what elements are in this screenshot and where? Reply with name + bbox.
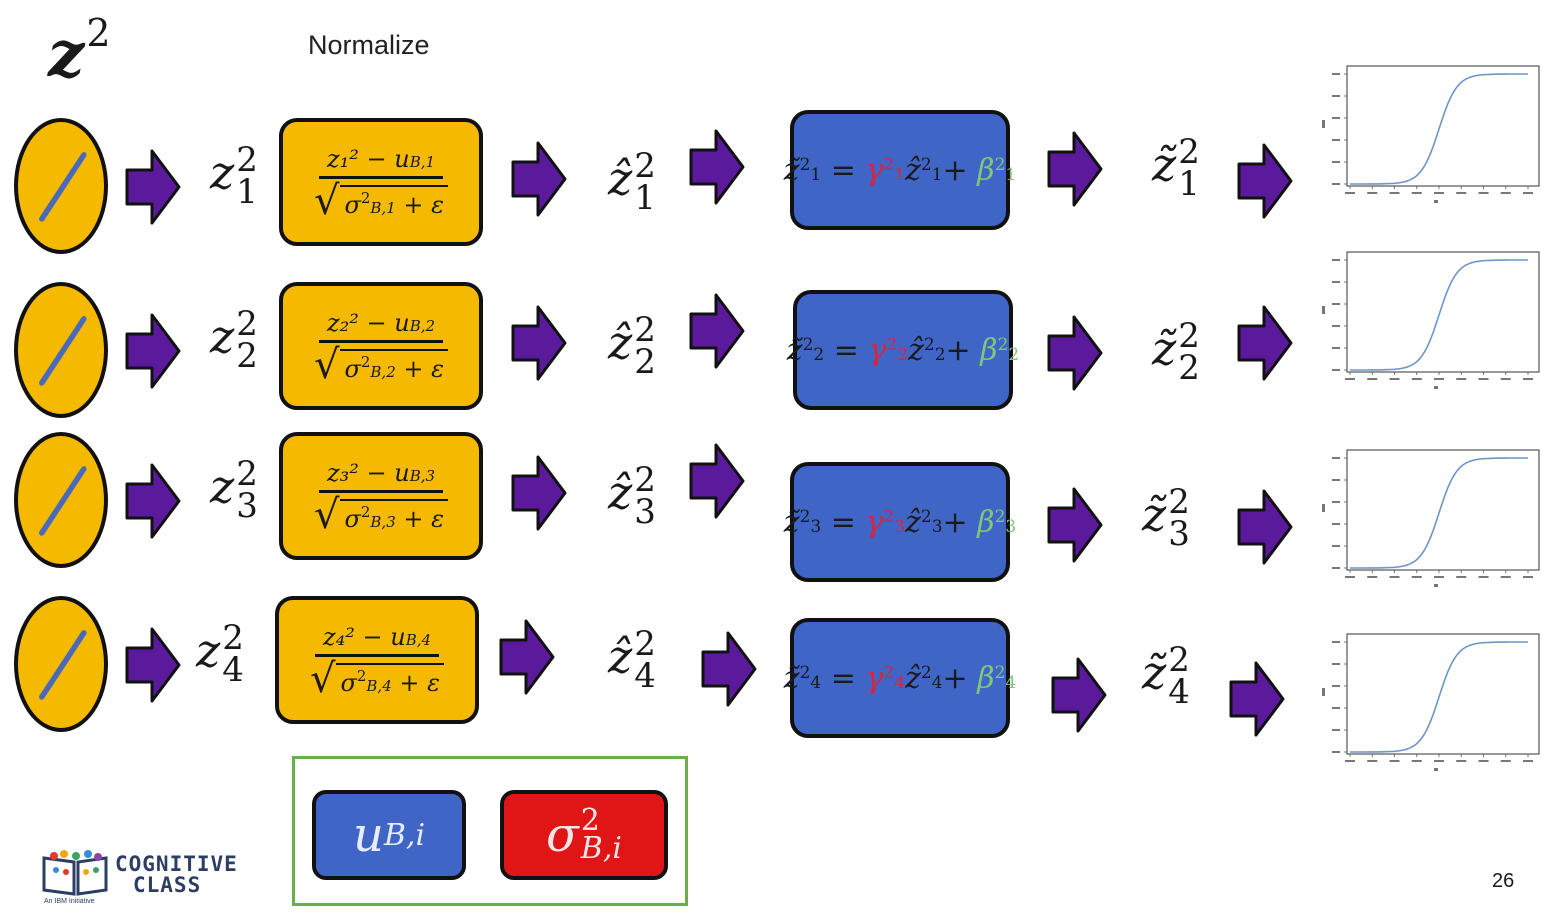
logo-tagline: An IBM Initiative: [44, 898, 95, 905]
sigmoid-plot-icon: [1318, 60, 1548, 208]
normalize-denominator: √σ2B,1 + ε: [314, 181, 449, 221]
batch-mean-symbol: u: [352, 807, 384, 863]
row-sub: 4: [222, 650, 244, 691]
normalize-box-3: z₃² − uB,3 √σ2B,3 + ε: [279, 432, 483, 560]
row-sub: 3: [236, 486, 258, 527]
right-arrow-icon: [688, 442, 746, 520]
scale-shift-box-4: z̃24 = γ24ẑ24+ β24: [784, 618, 1016, 738]
right-arrow-icon: [1050, 656, 1108, 734]
row-sub: 2: [236, 336, 258, 377]
batch-variance-box: σ 2 B,i: [500, 790, 668, 880]
scale-shift-box-2: z̃22 = γ22ẑ22+ β22: [787, 290, 1019, 410]
scale-shift-equation: z̃22 = γ22ẑ22+ β22: [786, 332, 1020, 368]
layer-sup: 2: [236, 304, 258, 344]
right-arrow-icon: [1046, 486, 1104, 564]
sigmoid-plot-icon: [1318, 246, 1548, 394]
normalize-box-4: z₄² − uB,4 √σ2B,4 + ε: [275, 596, 479, 724]
scale-shift-equation: z̃21 = γ21ẑ21+ β21: [783, 152, 1017, 188]
cognitive-class-logo: [40, 850, 240, 910]
batch-mean-subscript: B,i: [383, 817, 426, 853]
right-arrow-icon: [510, 304, 568, 382]
normalize-box-2: z₂² − uB,2 √σ2B,2 + ε: [279, 282, 483, 410]
right-arrow-icon: [688, 128, 746, 206]
linear-activation-icon: [18, 600, 104, 728]
logo-line1: COGNITIVE: [115, 852, 238, 876]
right-arrow-icon: [1236, 142, 1294, 220]
layer-title: z2: [48, 14, 111, 87]
normalize-numerator: z₄² − uB,4: [314, 623, 440, 657]
logo-line2: CLASS: [133, 873, 202, 897]
right-arrow-icon: [700, 630, 758, 708]
right-arrow-icon: [1046, 314, 1104, 392]
batch-variance-superscript: 2: [580, 802, 600, 838]
neuron-3: [14, 432, 108, 568]
legend-frame: [292, 756, 688, 906]
linear-activation-icon: [18, 436, 104, 564]
normalize-denominator: √σ2B,3 + ε: [314, 495, 449, 535]
row-sub: 1: [236, 172, 258, 213]
batch-variance-subscript: B,i: [580, 831, 622, 866]
normalize-box-1: z₁² − uB,1 √σ2B,1 + ε: [279, 118, 483, 246]
right-arrow-icon: [1236, 304, 1294, 382]
right-arrow-icon: [124, 148, 182, 226]
scale-shift-box-1: z̃21 = γ21ẑ21+ β21: [784, 110, 1016, 230]
scale-shift-equation: z̃24 = γ24ẑ24+ β24: [783, 660, 1017, 696]
right-arrow-icon: [1046, 130, 1104, 208]
right-arrow-icon: [1236, 488, 1294, 566]
normalize-denominator: √σ2B,4 + ε: [310, 659, 445, 699]
right-arrow-icon: [1228, 660, 1286, 738]
neuron-2: [14, 282, 108, 418]
batch-variance-symbol: σ: [546, 807, 579, 863]
scale-shift-box-3: z̃23 = γ23ẑ23+ β23: [784, 462, 1016, 582]
neuron-1: [14, 118, 108, 254]
sigmoid-plot-icon: [1318, 628, 1548, 776]
layer-sup: 2: [236, 140, 258, 180]
layer-symbol: z: [48, 17, 85, 92]
page-number: 26: [1492, 870, 1515, 892]
normalize-numerator: z₃² − uB,3: [318, 459, 444, 493]
normalize-denominator: √σ2B,2 + ε: [314, 345, 449, 385]
scale-shift-equation: z̃23 = γ23ẑ23+ β23: [783, 504, 1017, 540]
sigmoid-plot-icon: [1318, 444, 1548, 592]
layer-sup: 2: [236, 454, 258, 494]
normalize-numerator: z₁² − uB,1: [318, 145, 444, 179]
right-arrow-icon: [124, 462, 182, 540]
normalize-label: Normalize: [308, 30, 430, 60]
right-arrow-icon: [688, 292, 746, 370]
book-logo-icon: [42, 850, 108, 896]
right-arrow-icon: [124, 312, 182, 390]
right-arrow-icon: [510, 454, 568, 532]
layer-index: 2: [86, 11, 111, 55]
neuron-4: [14, 596, 108, 732]
linear-activation-icon: [18, 286, 104, 414]
right-arrow-icon: [498, 618, 556, 696]
right-arrow-icon: [510, 140, 568, 218]
linear-activation-icon: [18, 122, 104, 250]
logo-wordmark: COGNITIVE CLASS: [115, 854, 238, 896]
right-arrow-icon: [124, 626, 182, 704]
layer-sup: 2: [222, 618, 244, 658]
normalize-numerator: z₂² − uB,2: [318, 309, 444, 343]
